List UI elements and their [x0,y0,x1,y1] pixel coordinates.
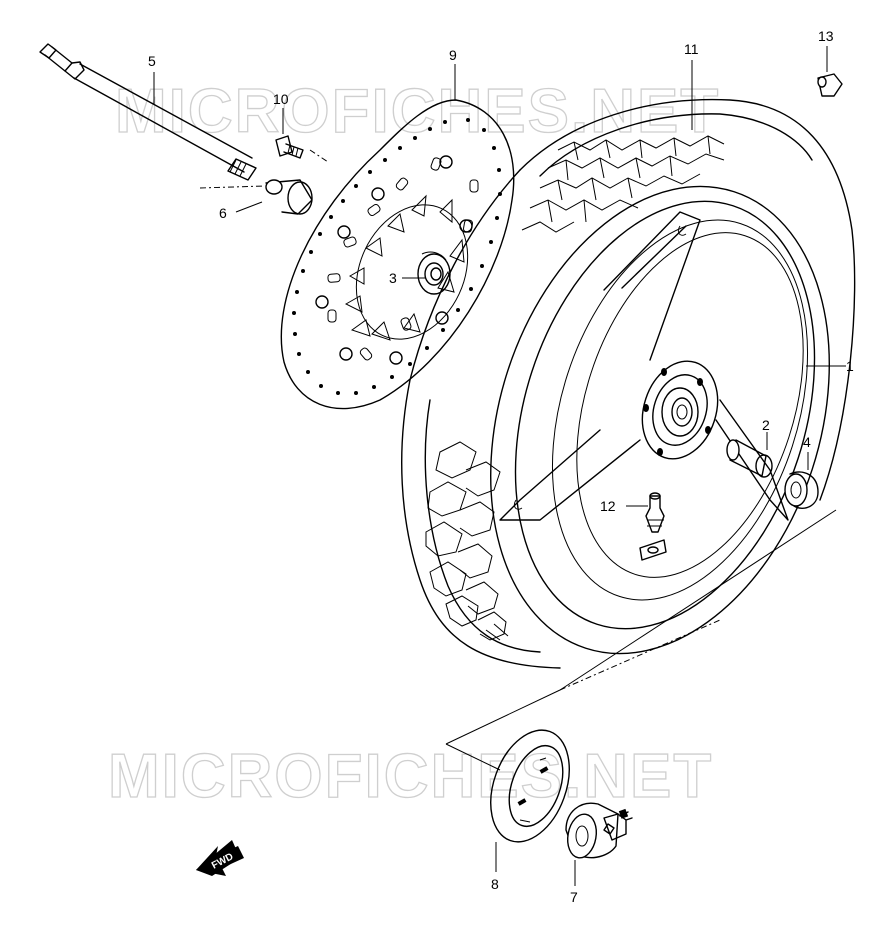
callout-12: 12 [600,498,616,514]
valve-cap [817,73,843,97]
axle [39,43,257,181]
callout-11: 11 [684,41,699,57]
callout-1: 1 [846,358,854,374]
callout-7: 7 [570,889,578,905]
speedometer-gearbox [565,802,633,859]
wheel-rim [490,185,830,655]
callout-leaders [153,46,846,886]
spacer-right [784,471,819,510]
brake-disc [280,99,515,410]
watermark-bottom: MICROFICHES.NET [108,742,713,811]
tire [401,98,856,669]
valve [639,492,667,561]
callout-2: 2 [762,417,770,433]
disc-bolt [275,135,304,159]
callout-9: 9 [449,47,457,63]
spacer [726,439,773,478]
callout-10: 10 [273,91,289,107]
callout-3: 3 [389,270,397,286]
fwd-direction-arrow: FWD [196,840,244,876]
watermark-top: MICROFICHES.NET [115,77,720,146]
assembly-axis-lines [199,149,837,771]
callout-6: 6 [219,205,227,221]
callout-8: 8 [491,876,499,892]
dust-seal [490,729,570,843]
spacer-left [265,179,313,215]
callout-5: 5 [148,53,156,69]
callout-13: 13 [818,28,834,44]
callout-4: 4 [803,434,811,450]
